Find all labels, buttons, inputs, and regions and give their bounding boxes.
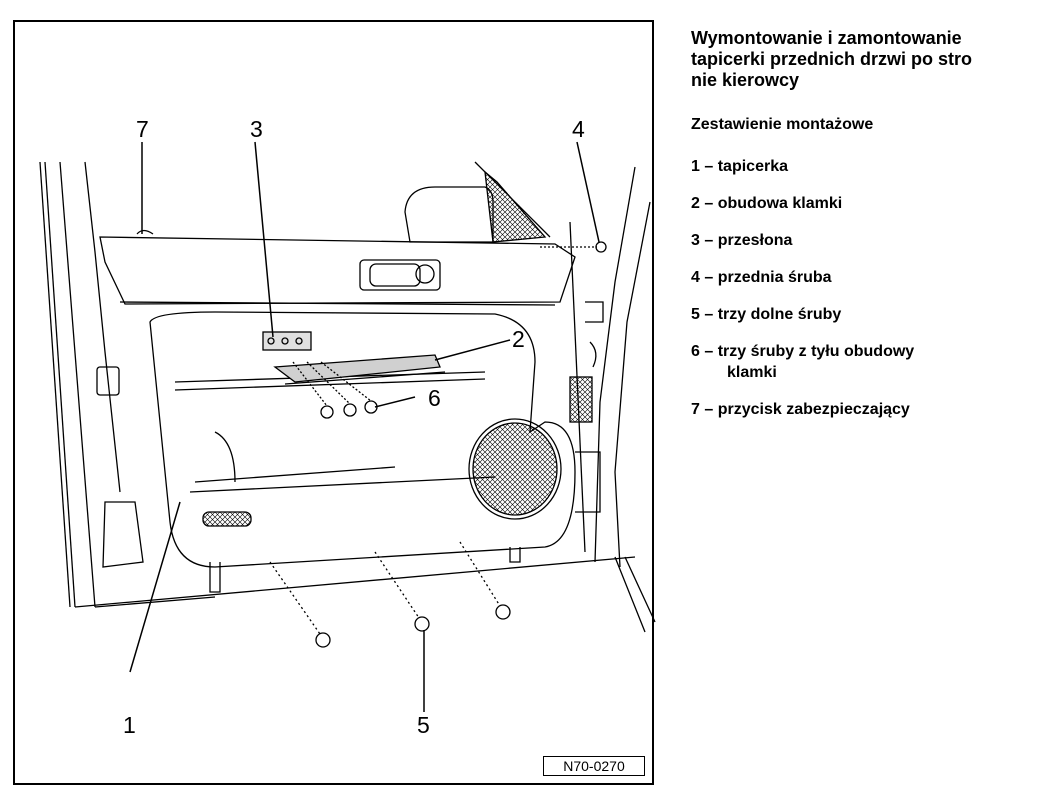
parts-legend: 1 – tapicerka 2 – obudowa klamki 3 – prz… (691, 156, 1043, 420)
front-screw (595, 241, 607, 253)
door-frame-right (569, 166, 656, 633)
section-subtitle: Zestawienie montażowe (691, 116, 874, 133)
switch-cover (262, 331, 312, 351)
callout-1: 1 (123, 712, 136, 738)
handle-housing (273, 354, 446, 385)
inner-handle (359, 259, 441, 291)
legend-item: 7 – przycisk zabezpieczający (691, 401, 910, 418)
legend-item: 1 – tapicerka (691, 158, 788, 175)
title-line-2: tapicerki przednich drzwi po stro (691, 49, 973, 69)
leader-lines (129, 141, 600, 712)
mirror-assembly (404, 161, 551, 243)
page-title: Wymontowanie i zamontowanie tapicerki pr… (691, 28, 1043, 91)
legend-item: 3 – przesłona (691, 232, 793, 249)
speaker-grille (468, 418, 562, 520)
door-frame-left (39, 161, 636, 608)
trim-panel (99, 236, 576, 593)
callout-4: 4 (572, 116, 585, 142)
lock-button (136, 229, 154, 235)
title-line-3: nie kierowcy (691, 70, 800, 90)
legend-item: 4 – przednia śruba (691, 269, 832, 286)
vent-grille (202, 511, 252, 527)
lower-screws (269, 541, 511, 648)
legend-item: 2 – obudowa klamki (691, 195, 843, 212)
callout-2: 2 (512, 326, 525, 352)
door-line-drawing (39, 141, 656, 712)
rear-handle-screws (292, 361, 378, 419)
legend-panel: Wymontowanie i zamontowanie tapicerki pr… (691, 28, 1043, 436)
callout-3: 3 (250, 116, 263, 142)
title-line-1: Wymontowanie i zamontowanie (691, 28, 962, 48)
callout-7: 7 (136, 116, 149, 142)
callout-6: 6 (428, 385, 441, 411)
figure-reference-code: N70-0270 (543, 756, 645, 776)
legend-item: 5 – trzy dolne śruby (691, 306, 842, 323)
callout-5: 5 (417, 712, 430, 738)
door-trim-figure: 7 3 4 2 6 1 5 N70-0270 (13, 20, 656, 785)
